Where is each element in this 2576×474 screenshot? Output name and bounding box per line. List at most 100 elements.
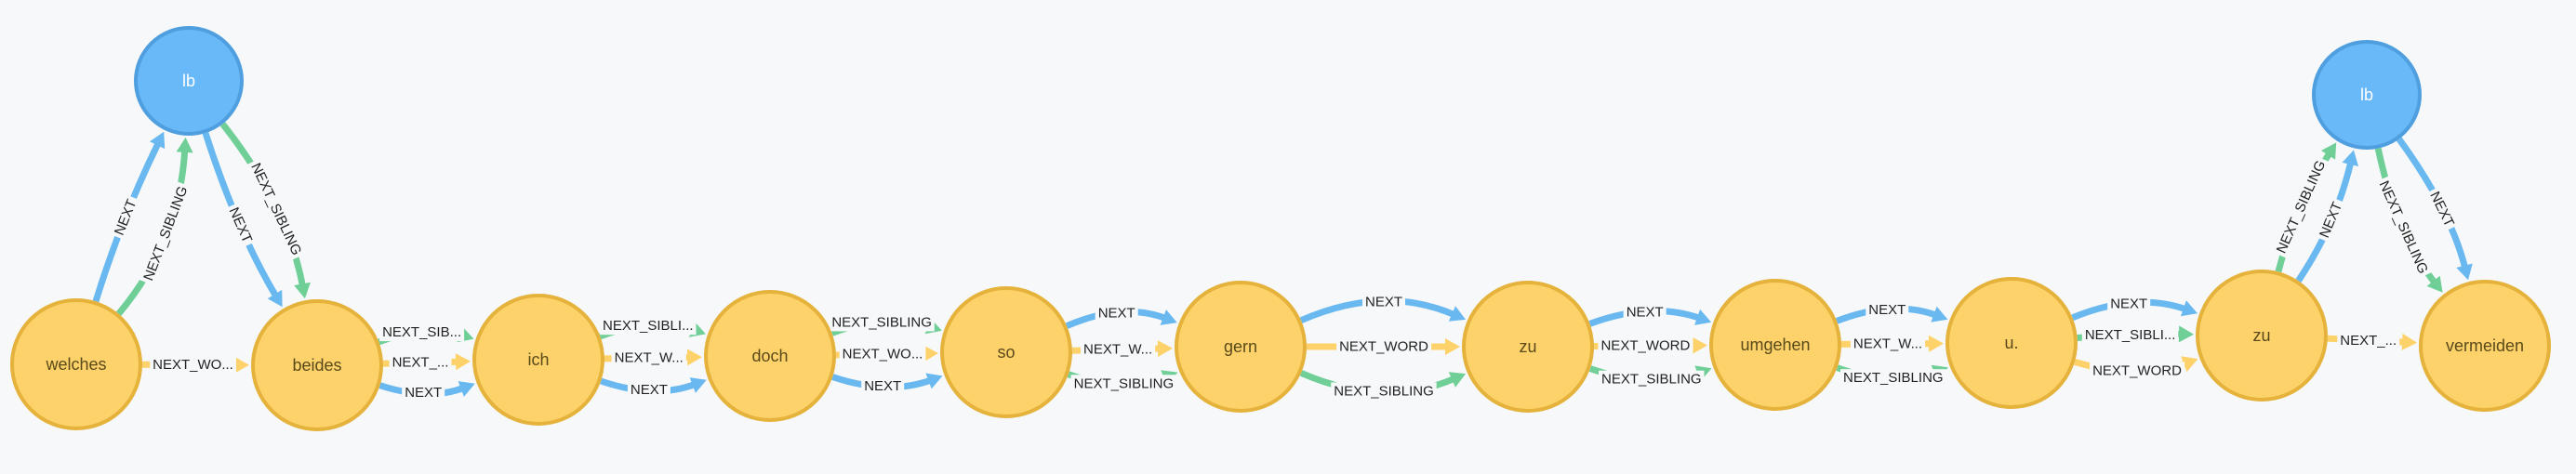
edge-next-word[interactable]: NEXT_WO... (141, 356, 249, 374)
node-circle[interactable] (251, 299, 383, 431)
edge-next-sibling[interactable]: NEXT_SIBLI... (599, 317, 706, 340)
edge-label-background (627, 381, 671, 399)
node-circle[interactable] (2419, 280, 2551, 412)
edge-next-word[interactable]: NEXT_WORD (2073, 356, 2198, 380)
edge-arrowhead (458, 381, 475, 397)
edge-label: NEXT_SIBLI... (2085, 327, 2176, 343)
edge-arrowhead (925, 373, 943, 389)
node-word[interactable]: zu (2196, 270, 2328, 402)
node-word[interactable]: so (940, 286, 1072, 418)
edge-next-word[interactable]: NEXT_... (382, 353, 471, 372)
edge-label-background (1850, 335, 1926, 353)
edge-next-sibling[interactable]: NEXT_SIBLING (1299, 370, 1467, 401)
edge-next[interactable]: NEXT (1299, 293, 1467, 323)
node-lb[interactable]: lb (134, 26, 244, 136)
edge-next-word[interactable]: NEXT_... (2327, 331, 2418, 350)
edge-arrowhead (2321, 142, 2337, 160)
edge-next-word[interactable]: NEXT_W... (604, 349, 702, 367)
node-layer: lb welches beides ich doch so gern zu umgehen u. z… (10, 26, 2551, 431)
edge-label: NEXT_WORD (2092, 362, 2182, 378)
edge-next-sibling[interactable]: NEXT_SIBLING (2373, 147, 2443, 293)
edge-next-word[interactable]: NEXT_W... (1071, 340, 1173, 359)
edge-label-background (2337, 331, 2400, 349)
edge-next-sibling[interactable]: NEXT_SIBLING (2271, 142, 2337, 273)
node-label: welches (45, 355, 106, 374)
edge-next-word[interactable]: NEXT_WORD (1593, 336, 1707, 355)
edge-next-sibling[interactable]: NEXT_SIBLI... (2077, 325, 2194, 344)
edge-label-background (2090, 362, 2185, 380)
edge-label-background (389, 353, 452, 372)
edge-label: NEXT_WORD (1600, 338, 1690, 354)
edge-arrowhead (2181, 300, 2198, 317)
node-circle[interactable] (1462, 281, 1594, 413)
node-circle[interactable] (10, 298, 142, 430)
node-label: so (997, 343, 1015, 362)
node-word[interactable]: gern (1175, 281, 1307, 413)
edge-next[interactable]: NEXT (378, 381, 475, 402)
edge-next-sibling[interactable]: NEXT_SIBLING (1836, 364, 1948, 388)
edge-next[interactable]: NEXT (600, 377, 707, 399)
edge-arrowhead (2181, 356, 2198, 373)
edge-next[interactable]: NEXT (1588, 303, 1712, 327)
edge-label-background (2314, 196, 2348, 244)
edge-label-background (1336, 337, 1432, 356)
node-circle[interactable] (1945, 277, 2078, 409)
edge-label: NEXT_W... (615, 350, 684, 366)
edge-label-background (600, 317, 697, 336)
edge-label: NEXT_W... (1083, 342, 1152, 358)
edge-next-sibling[interactable]: NEXT_SIBLING (829, 313, 942, 336)
edge-next[interactable]: NEXT (2071, 295, 2198, 322)
node-circle[interactable] (472, 294, 604, 426)
edge-label: NEXT_SIBLING (1843, 370, 1944, 386)
edge-next-word[interactable]: NEXT_WORD (1307, 337, 1460, 356)
node-circle[interactable] (1709, 279, 1841, 411)
node-circle[interactable] (940, 286, 1072, 418)
edge-label: NEXT_SIB... (382, 324, 461, 340)
edge-next[interactable]: NEXT (831, 373, 943, 395)
node-word[interactable]: u. (1945, 277, 2078, 409)
edge-arrowhead (1931, 306, 1948, 323)
edge-arrowhead (1448, 372, 1467, 388)
edge-label: NEXT_W... (1853, 336, 1922, 352)
edge-label-background (1599, 370, 1705, 388)
edge-label: NEXT_WORD (1339, 339, 1428, 355)
edge-label-background (246, 157, 307, 261)
edge-label: NEXT (1868, 302, 1905, 318)
edge-label: NEXT_SIBLING (247, 161, 304, 258)
node-label: u. (2004, 334, 2018, 352)
edge-next[interactable]: NEXT (2295, 150, 2359, 283)
node-word[interactable]: beides (251, 299, 383, 431)
edge-label-background (611, 349, 686, 367)
node-word[interactable]: vermeiden (2419, 280, 2551, 412)
node-circle[interactable] (2196, 270, 2328, 402)
edge-next-sibling[interactable]: NEXT_SIBLING (1067, 370, 1178, 393)
node-circle[interactable] (134, 26, 244, 136)
node-circle[interactable] (2312, 40, 2422, 150)
edge-arrowhead (234, 356, 249, 374)
edge-next-sibling[interactable]: NEXT_SIBLING (1588, 365, 1712, 388)
edge-label-background (109, 194, 142, 241)
edge-next-word[interactable]: NEXT_W... (1840, 335, 1944, 353)
edge-arrowhead (2178, 325, 2194, 343)
node-label: lb (182, 72, 195, 90)
node-word[interactable]: doch (704, 290, 836, 422)
edge-label-background (861, 376, 905, 395)
node-circle[interactable] (704, 290, 836, 422)
edge-arrowhead (267, 289, 283, 308)
node-circle[interactable] (1175, 281, 1307, 413)
edge-next[interactable]: NEXT (1065, 304, 1177, 329)
edge-next[interactable]: NEXT (202, 132, 283, 308)
edge-label-background (829, 313, 935, 332)
edge-label: NEXT (226, 205, 256, 245)
node-word[interactable]: zu (1462, 281, 1594, 413)
edge-next-word[interactable]: NEXT_WO... (835, 345, 938, 363)
node-word[interactable]: welches (10, 298, 142, 430)
node-word[interactable]: ich (472, 294, 604, 426)
node-label: doch (751, 347, 788, 365)
node-lb[interactable]: lb (2312, 40, 2422, 150)
node-word[interactable]: umgehen (1709, 279, 1841, 411)
edge-next-sibling[interactable]: NEXT_SIB... (378, 323, 474, 346)
edge-label: NEXT_SIBLI... (603, 318, 694, 334)
edge-next[interactable]: NEXT (1835, 301, 1948, 324)
